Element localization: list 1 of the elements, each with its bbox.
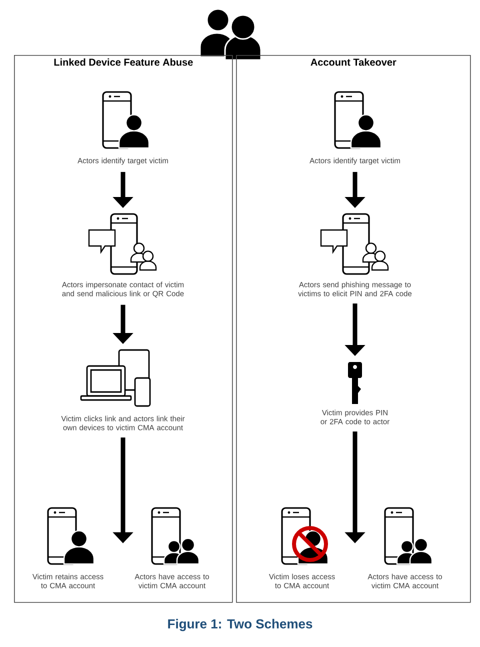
figure-caption: Figure 1: Two Schemes [168, 618, 312, 632]
